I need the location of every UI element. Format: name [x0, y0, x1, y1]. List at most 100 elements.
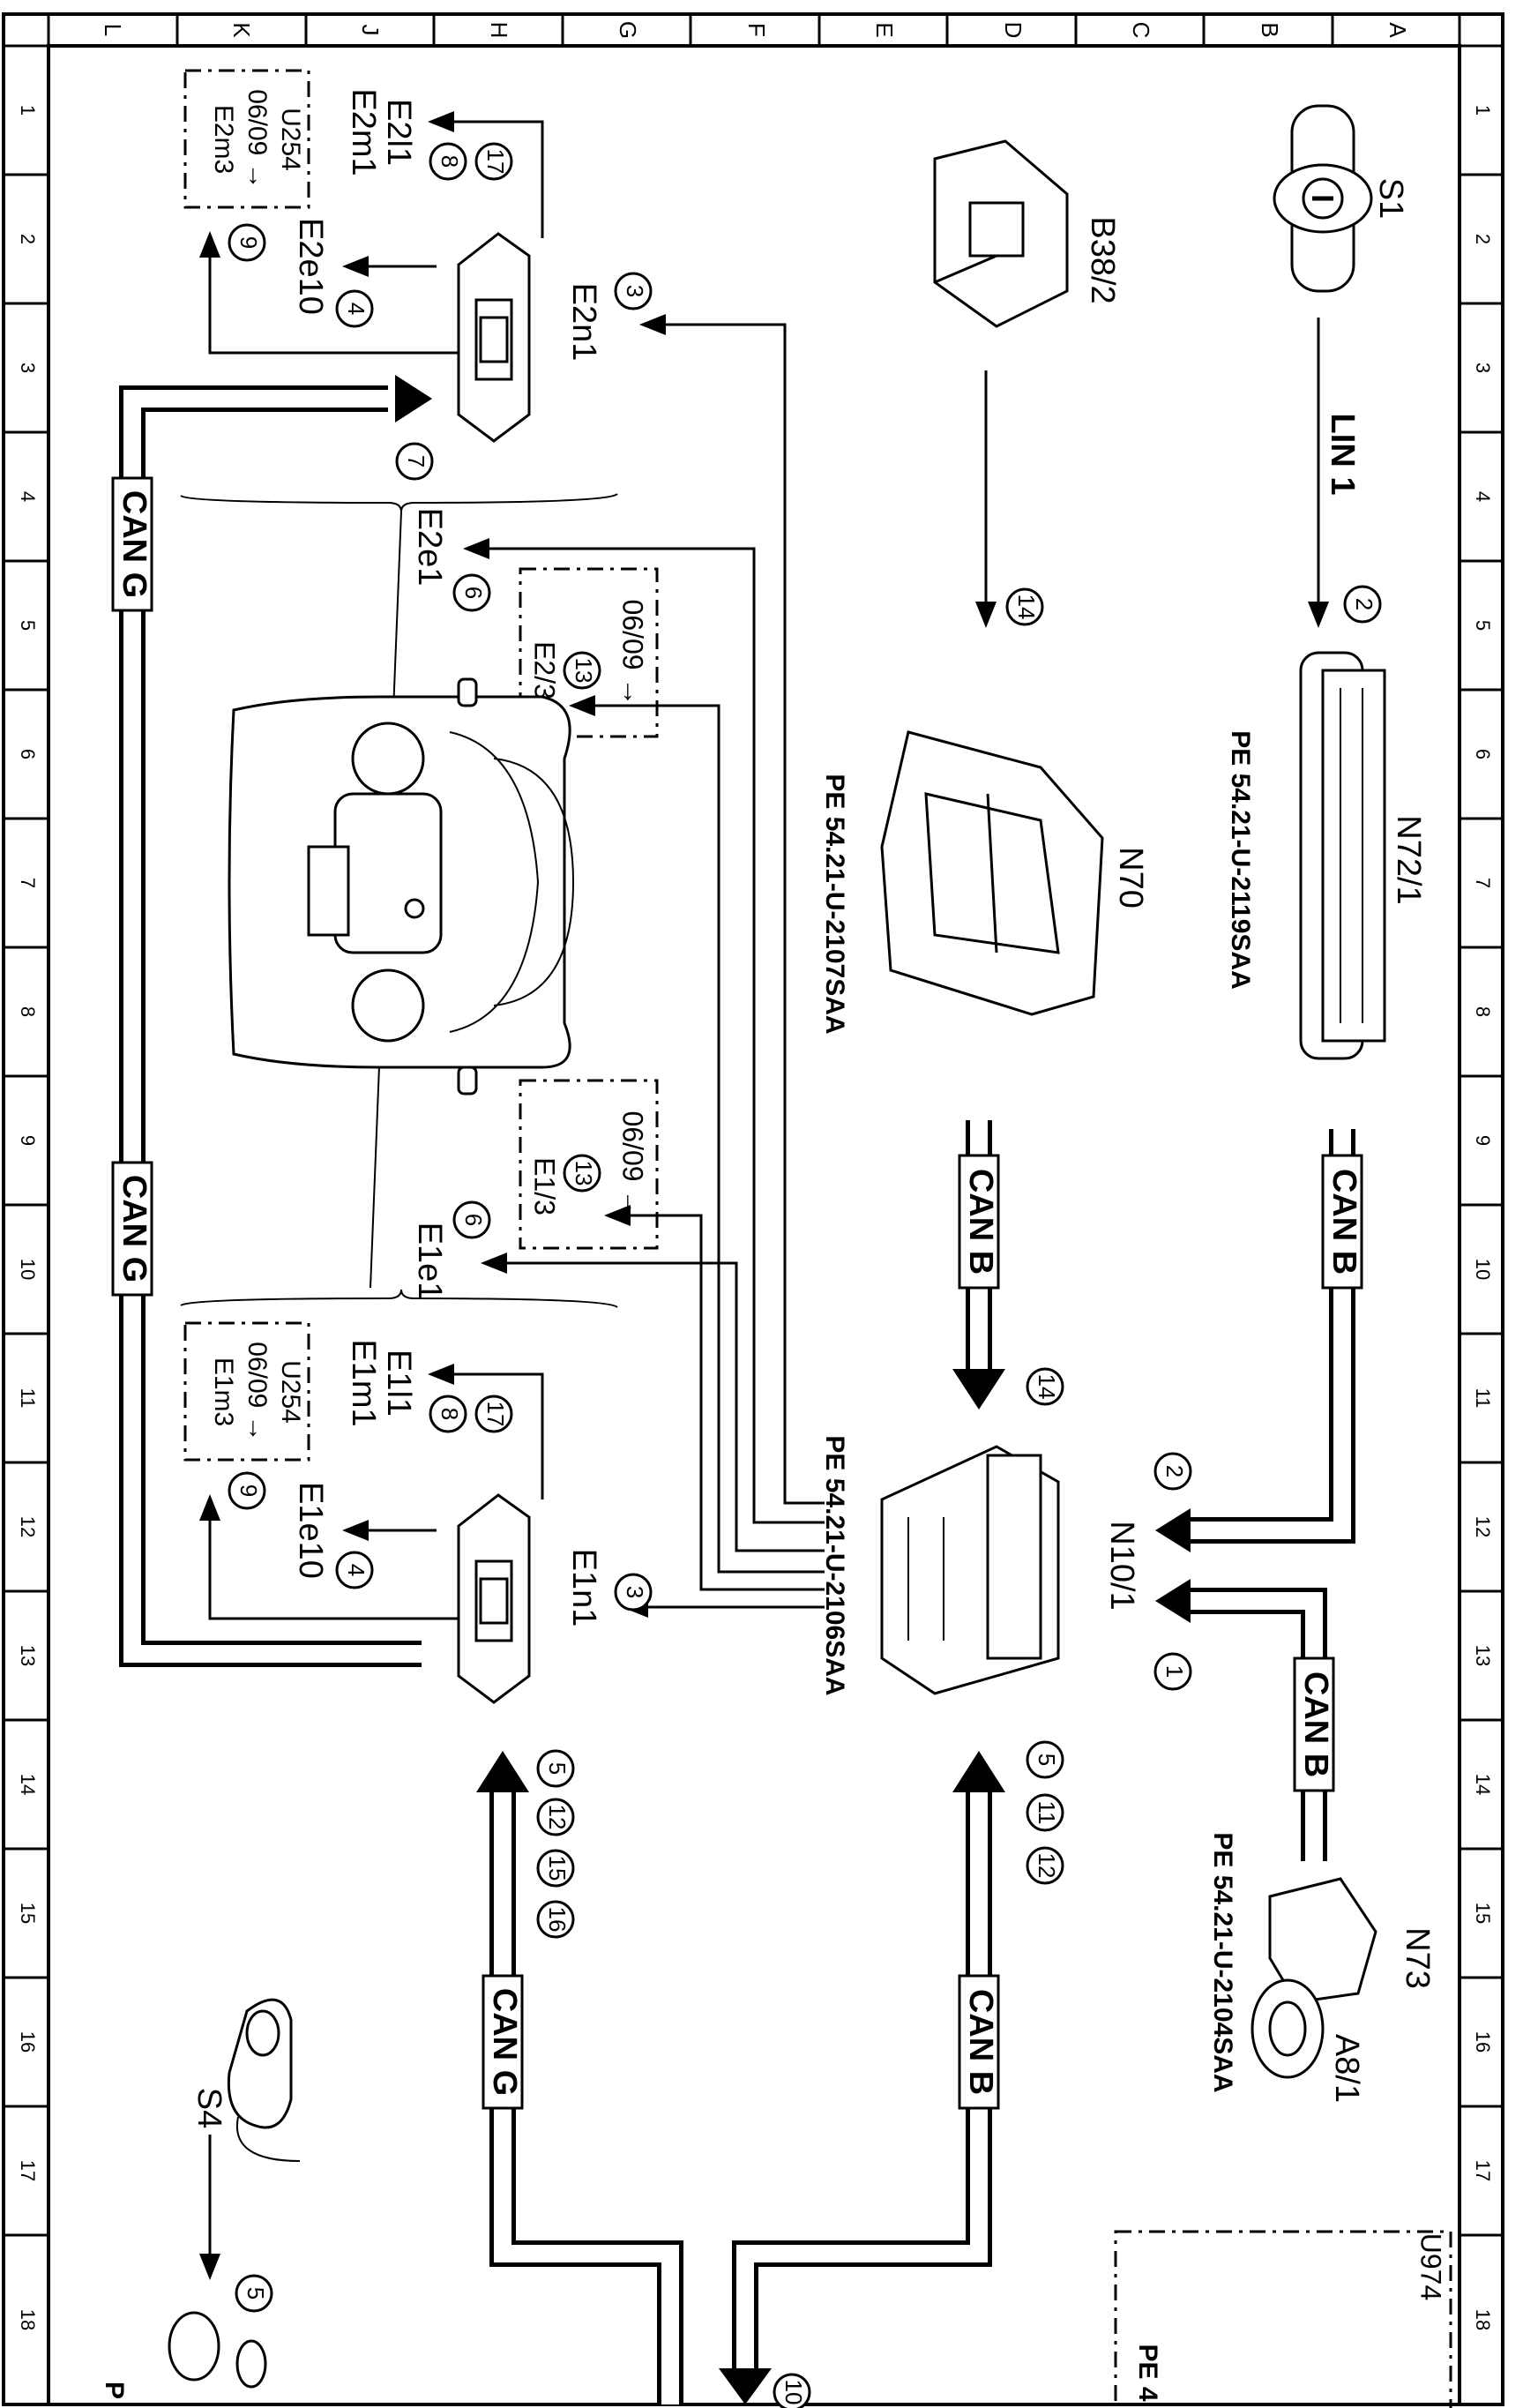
- col-label-g: G: [615, 21, 641, 39]
- row-labels-left: 1 2 3 4 5 6 7 8 9 10 11 12 13 14 15 16 1…: [17, 105, 39, 2330]
- marker-3-bottom: 3: [614, 1573, 653, 1612]
- pe-references: PE 54.21-U-2119SAA PE 54.21-U-2107SAA PE…: [100, 730, 1255, 2402]
- row-label-right-6: 6: [1472, 749, 1494, 759]
- row-label-right-7: 7: [1472, 878, 1494, 888]
- marker-2-mid: 2: [1153, 1452, 1192, 1491]
- marker-12-n10-1: 12: [1026, 1846, 1064, 1885]
- arrow-can-b-to-n10-1-bottom: [952, 1751, 1005, 1792]
- can-b-label-right-upper: CAN B: [1325, 1169, 1362, 1275]
- row-label-left-5: 5: [17, 620, 39, 631]
- row-label-left-3: 3: [17, 363, 39, 373]
- can-b-label-n70: CAN B: [962, 1169, 999, 1275]
- can-g-bus: [119, 385, 422, 1667]
- col-label-k: K: [228, 22, 255, 38]
- label-e1e1: E1e1: [411, 1223, 448, 1301]
- svg-text:15: 15: [544, 1856, 571, 1881]
- svg-text:7: 7: [403, 455, 429, 467]
- row-label-left-10: 10: [17, 1259, 39, 1280]
- row-label-right-12: 12: [1472, 1516, 1494, 1537]
- row-label-right-3: 3: [1472, 363, 1494, 373]
- row-label-right-5: 5: [1472, 620, 1494, 631]
- svg-text:17: 17: [482, 149, 509, 175]
- col-label-b: B: [1257, 22, 1283, 37]
- svg-text:4: 4: [343, 1564, 370, 1576]
- marker-7: 7: [395, 442, 434, 481]
- label-e2m1: E2m1: [345, 88, 382, 176]
- label-n73: N73: [1399, 1927, 1436, 1989]
- column-labels: L K J H G F E D C B A: [100, 21, 1411, 39]
- row-label-right-9: 9: [1472, 1135, 1494, 1146]
- svg-text:3: 3: [622, 1586, 648, 1598]
- row-label-left-6: 6: [17, 749, 39, 759]
- svg-text:9: 9: [235, 236, 262, 249]
- svg-text:12: 12: [1034, 1853, 1060, 1879]
- box-e1-3-label: E1/3: [529, 1157, 561, 1215]
- svg-text:5: 5: [243, 2287, 269, 2300]
- col-label-e: E: [871, 22, 898, 37]
- col-label-a: A: [1385, 22, 1411, 38]
- marker-10: 10: [773, 2373, 811, 2408]
- s4-stalk-end: [168, 2311, 267, 2389]
- n70-overhead-module: [880, 730, 1104, 1016]
- label-s1: S1: [1372, 178, 1409, 219]
- svg-text:5: 5: [1034, 1754, 1060, 1766]
- col-label-f: F: [743, 23, 770, 37]
- label-b38-2: B38/2: [1084, 216, 1121, 303]
- ref-n72-1: PE 54.21-U-2119SAA: [1226, 730, 1255, 990]
- s1-switch: [1273, 104, 1373, 293]
- row-label-right-2: 2: [1472, 234, 1494, 244]
- marker-13-top: 13: [563, 651, 601, 690]
- can-g-label-1: CAN G: [116, 490, 153, 598]
- marker-8-top: 8: [429, 142, 467, 181]
- row-label-right-11: 11: [1472, 1388, 1494, 1409]
- s4-combination-switch: [227, 1998, 301, 2162]
- row-label-right-4: 4: [1472, 491, 1494, 502]
- box-u254-bottom: U254 06/09 → E1m3: [183, 1321, 310, 1462]
- svg-text:11: 11: [1034, 1801, 1060, 1825]
- diagram-frame: [2, 12, 1504, 2406]
- row-label-left-12: 12: [17, 1516, 39, 1537]
- row-label-right-1: 1: [1472, 105, 1494, 116]
- box-bottom-u254: U254: [276, 1360, 305, 1424]
- box-e1-3-date: 06/09 →: [617, 1111, 649, 1218]
- col-label-l: L: [100, 24, 126, 36]
- can-b-bus-right-upper: [1186, 1129, 1355, 1544]
- arrow-can-b-to-n10-1-lower: [1155, 1579, 1191, 1623]
- label-n70: N70: [1112, 847, 1149, 909]
- marker-8-bottom: 8: [429, 1395, 467, 1433]
- svg-text:14: 14: [1013, 595, 1040, 620]
- b38-2-sensor: [933, 139, 1069, 328]
- marker-6-top: 6: [452, 573, 491, 612]
- box-u974: U974: [1114, 2230, 1452, 2408]
- marker-9-top: 9: [228, 223, 266, 262]
- label-e1l1: E1l1: [380, 1350, 417, 1417]
- signal-wires: [199, 111, 1329, 2280]
- svg-text:4: 4: [343, 303, 370, 315]
- box-e2-3-date: 06/09 →: [617, 600, 649, 707]
- markers: 1 2 2 3 3 4 4 5 5 5 6 6 7 8 8 9 9 10 11 …: [228, 142, 1382, 2408]
- row-label-left-4: 4: [17, 491, 39, 502]
- box-u974-label: U974: [1415, 2233, 1447, 2301]
- row-label-right-16: 16: [1472, 2031, 1494, 2053]
- arrow-can-b-to-n10-1-upper: [1155, 1508, 1191, 1552]
- label-e2n1: E2n1: [565, 283, 602, 362]
- arrow-bottom-outgoing: [719, 2368, 772, 2404]
- marker-5-n10-1: 5: [1026, 1740, 1064, 1779]
- box-u254-top: U254 06/09 → E2m3: [183, 69, 310, 209]
- row-label-left-13: 13: [17, 1645, 39, 1666]
- svg-text:14: 14: [1034, 1374, 1060, 1400]
- svg-text:2: 2: [1351, 598, 1377, 610]
- row-label-right-15: 15: [1472, 1903, 1494, 1924]
- row-labels-right: 1 2 3 4 5 6 7 8 9 10 11 12 13 14 15 16 1…: [1472, 105, 1494, 2330]
- label-s4: S4: [190, 2088, 228, 2128]
- row-label-right-14: 14: [1472, 1774, 1494, 1795]
- ref-n73: PE 54.21-U-2104SAA: [1208, 1832, 1237, 2092]
- row-label-left-11: 11: [17, 1388, 39, 1409]
- component-labels: S1 B38/2 N72/1 N70 N10/1 N73 A8/1 S4 E2n…: [190, 88, 1436, 2128]
- box-bottom-date: 06/09 →: [243, 1342, 272, 1441]
- svg-text:16: 16: [544, 1907, 571, 1933]
- marker-2-top: 2: [1343, 585, 1382, 624]
- box-top-e2m3: E2m3: [209, 105, 238, 174]
- row-label-left-14: 14: [17, 1774, 39, 1795]
- svg-text:8: 8: [437, 1408, 463, 1420]
